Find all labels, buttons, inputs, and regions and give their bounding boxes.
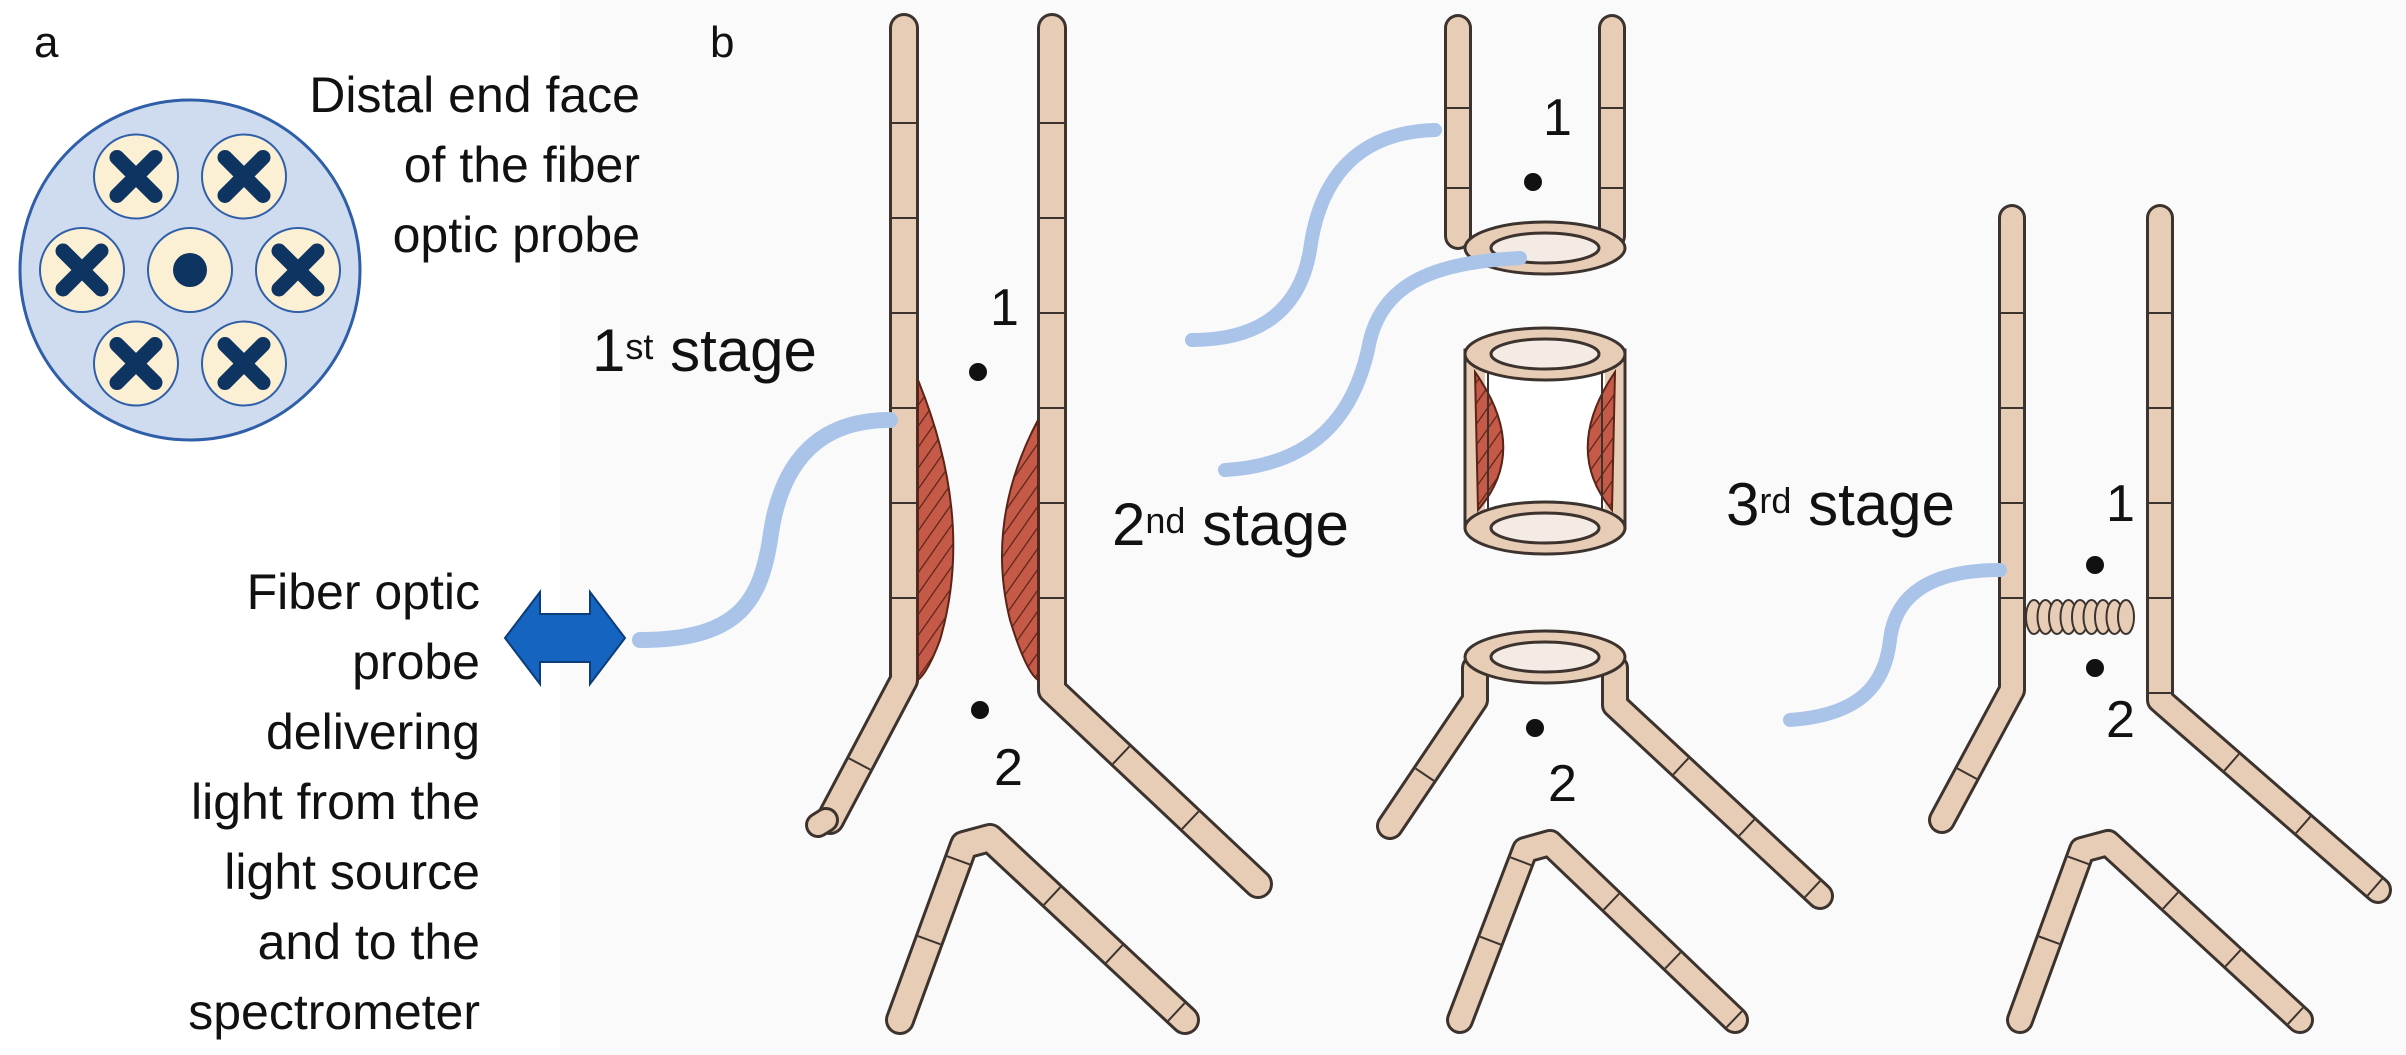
point-label-2: 2: [2106, 691, 2135, 749]
caption-line: probe: [352, 634, 480, 690]
stage-1-vessel: [632, 13, 1273, 1035]
cross-icon: [271, 243, 325, 297]
caption-line: light source: [224, 844, 480, 900]
caption-line: and to the: [257, 914, 480, 970]
caption-line: light from the: [190, 774, 480, 830]
caption-line: of the fiber: [403, 137, 640, 193]
dot-icon: [173, 253, 207, 287]
point-label-2: 2: [994, 739, 1023, 797]
point-marker-2: [1526, 719, 1544, 737]
probe-fiber-stage-1: [632, 412, 898, 648]
point-label-1: 1: [990, 279, 1019, 337]
cross-icon: [217, 337, 271, 391]
point-label-1: 1: [1543, 89, 1572, 147]
plaque-left: [917, 379, 955, 683]
point-label-2: 2: [1548, 755, 1577, 813]
caption-line: Fiber optic: [246, 564, 480, 620]
probe-end-face: [18, 98, 362, 442]
plaque-right: [1001, 419, 1039, 682]
probe-fiber-stage-2-upper: [1185, 123, 1442, 347]
caption-line: optic probe: [392, 207, 640, 263]
stage-3-label: 3rd stage: [1726, 471, 1955, 538]
fiber-probe-caption: Fiber optic probe delivering light from …: [150, 557, 480, 1047]
point-marker-1: [969, 363, 987, 381]
point-label-1: 1: [2106, 475, 2135, 533]
probe-fiber-stage-2-lower: [1218, 251, 1527, 477]
caption-line: delivering: [265, 704, 480, 760]
cross-icon: [217, 149, 271, 203]
caption-line: Distal end face: [309, 67, 640, 123]
stent-spring: [2025, 599, 2135, 635]
point-marker-1: [1524, 173, 1542, 191]
caption-line: spectrometer: [188, 984, 480, 1040]
stage-1-label: 1st stage: [592, 317, 817, 384]
point-marker-1: [2086, 556, 2104, 574]
point-marker-2: [2086, 659, 2104, 677]
point-marker-2: [971, 701, 989, 719]
cross-icon: [109, 337, 163, 391]
double-arrow-icon: [503, 589, 627, 687]
panel-a-label: a: [34, 18, 59, 67]
probe-face-caption: Distal end face of the fiber optic probe: [250, 60, 640, 270]
stage-2-label: 2nd stage: [1112, 491, 1349, 558]
probe-fiber-stage-3: [1783, 563, 2007, 727]
cross-icon: [55, 243, 109, 297]
cross-icon: [109, 149, 163, 203]
stage-3-vessel: [1783, 204, 2392, 1034]
panel-b-label: b: [710, 18, 735, 67]
stage-2-vessel: [1185, 14, 1834, 1034]
